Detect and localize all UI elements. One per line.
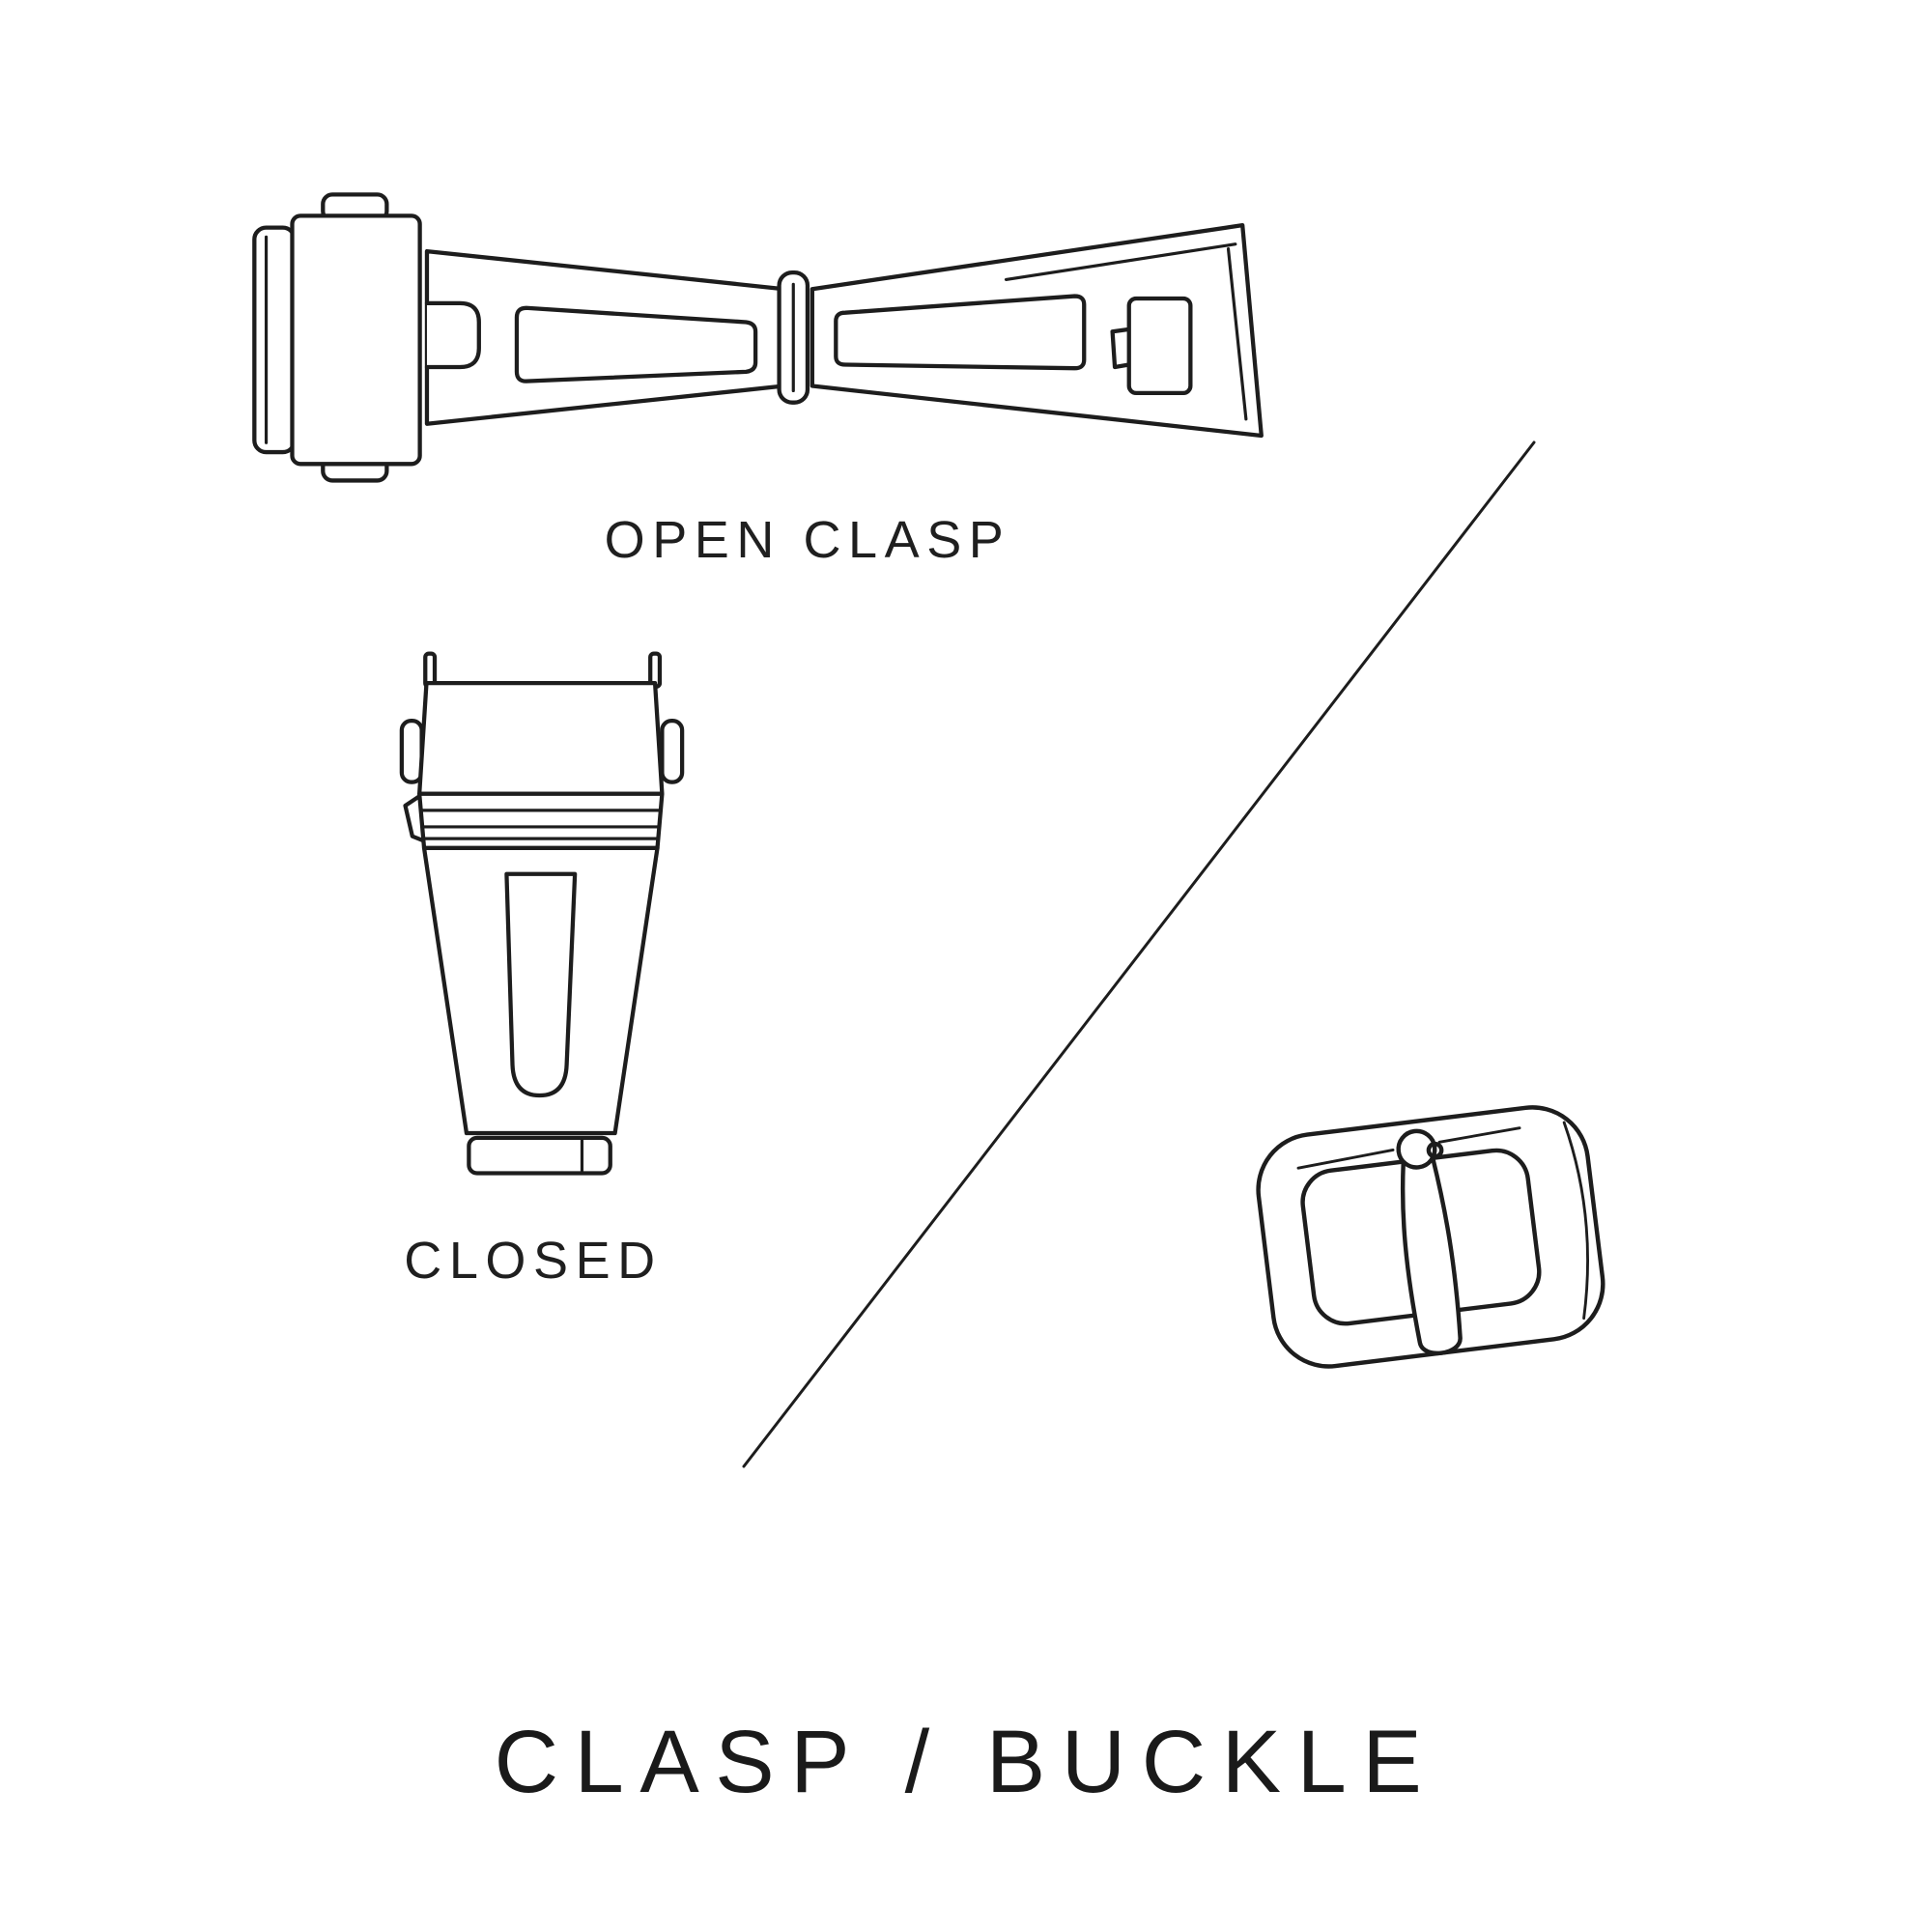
buckle-spring-bar-left — [1296, 1149, 1395, 1170]
right-latch-tab — [1110, 327, 1131, 370]
closed-clasp-drawing — [399, 651, 685, 1176]
open-clasp-hinge — [777, 270, 810, 405]
buckle-illustration — [1233, 1084, 1633, 1405]
buckle-spring-bar-right — [1437, 1126, 1521, 1144]
right-latch-window — [1126, 296, 1193, 396]
closed-clasp-top — [399, 651, 685, 796]
bottom-bar — [467, 1135, 612, 1176]
right-ear — [660, 719, 685, 784]
open-clasp-right-arm — [810, 223, 1264, 439]
buckle-pin-loop — [1396, 1128, 1437, 1170]
right-arm-inner-contour — [834, 294, 1087, 371]
left-roller — [252, 225, 298, 455]
buckle-drawing — [1256, 1105, 1605, 1369]
open-clasp-label: OPEN CLASP — [604, 511, 1011, 569]
open-clasp-left-end-piece — [252, 192, 422, 483]
buckle-frame-thickness-line — [1562, 1121, 1589, 1321]
page-title: CLASP / BUCKLE — [494, 1713, 1438, 1811]
right-arm-outline — [810, 223, 1264, 439]
body-outline — [421, 845, 660, 1136]
open-clasp-illustration — [225, 187, 1295, 489]
closed-clasp-illustration — [385, 650, 698, 1192]
right-arm-fold-line — [1004, 242, 1237, 282]
left-block — [290, 213, 422, 467]
tang-buckle — [1256, 1105, 1605, 1369]
top-block — [417, 681, 665, 796]
open-clasp-left-arm — [424, 248, 786, 426]
closed-clasp-band — [403, 791, 665, 851]
closed-clasp-label: CLOSED — [404, 1232, 663, 1290]
closed-clasp-body — [421, 845, 660, 1176]
left-arm-notch — [424, 300, 481, 370]
buckle-pin-loop-ring — [1426, 1141, 1444, 1159]
left-arm-inner-contour — [514, 305, 758, 384]
right-end-edge-line — [1226, 247, 1248, 421]
body-inner-slot — [504, 871, 578, 1098]
buckle-pin — [1400, 1155, 1463, 1356]
open-clasp-drawing — [252, 192, 1264, 483]
